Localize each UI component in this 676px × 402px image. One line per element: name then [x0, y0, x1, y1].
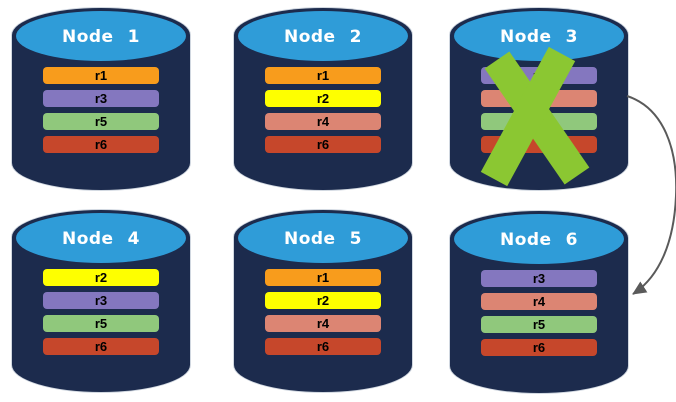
replica-bar — [481, 113, 597, 130]
cylinder-top-ellipse — [454, 214, 624, 264]
replica-bar: r1 — [265, 269, 381, 286]
replica-bar: r5 — [43, 113, 159, 130]
replica-bar: r4 — [481, 293, 597, 310]
cylinder-top-ellipse — [16, 213, 186, 263]
replica-bar: r6 — [43, 338, 159, 355]
replica-bar: r3 — [481, 67, 597, 84]
node-title: Node 5 — [283, 229, 362, 249]
cylinder-node-3: Node 3 r3 — [450, 8, 628, 190]
node-title: Node 3 — [499, 27, 578, 47]
replica-bar: r4 — [265, 315, 381, 332]
replica-bar: r3 — [43, 292, 159, 309]
replica-bar: r6 — [265, 338, 381, 355]
replica-bar: r3 — [481, 270, 597, 287]
replica-bar: r6 — [481, 339, 597, 356]
cylinder-node-6: Node 6 r3 r4 r5 r6 — [450, 211, 628, 393]
replica-bar-list: r1 r2 r4 r6 — [234, 67, 412, 153]
replica-bar: r6 — [43, 136, 159, 153]
failover-arrow-path — [626, 95, 676, 295]
replica-bar-list: r2 r3 r5 r6 — [12, 269, 190, 355]
replica-bar-list: r3 — [450, 67, 628, 153]
replica-bar — [481, 90, 597, 107]
cylinder-top-ellipse — [238, 213, 408, 263]
replica-bar: r2 — [265, 292, 381, 309]
replica-bar: r1 — [43, 67, 159, 84]
replica-bar — [481, 136, 597, 153]
replica-bar-list: r1 r3 r5 r6 — [12, 67, 190, 153]
replica-bar: r2 — [265, 90, 381, 107]
replica-bar: r3 — [43, 90, 159, 107]
node-title: Node 6 — [499, 230, 578, 250]
cylinder-top-ellipse — [16, 11, 186, 61]
cylinder-top-ellipse — [238, 11, 408, 61]
replica-bar: r2 — [43, 269, 159, 286]
replica-bar: r4 — [265, 113, 381, 130]
replica-bar: r5 — [43, 315, 159, 332]
cylinder-node-2: Node 2 r1 r2 r4 r6 — [234, 8, 412, 190]
node-title: Node 2 — [283, 27, 362, 47]
replica-bar-list: r1 r2 r4 r6 — [234, 269, 412, 355]
cylinder-node-1: Node 1 r1 r3 r5 r6 — [12, 8, 190, 190]
cylinder-node-4: Node 4 r2 r3 r5 r6 — [12, 210, 190, 392]
node-title: Node 1 — [61, 27, 140, 47]
node-title: Node 4 — [61, 229, 140, 249]
replica-bar-list: r3 r4 r5 r6 — [450, 270, 628, 356]
replica-bar: r1 — [265, 67, 381, 84]
replica-bar: r5 — [481, 316, 597, 333]
replica-bar: r6 — [265, 136, 381, 153]
cylinder-node-5: Node 5 r1 r2 r4 r6 — [234, 210, 412, 392]
